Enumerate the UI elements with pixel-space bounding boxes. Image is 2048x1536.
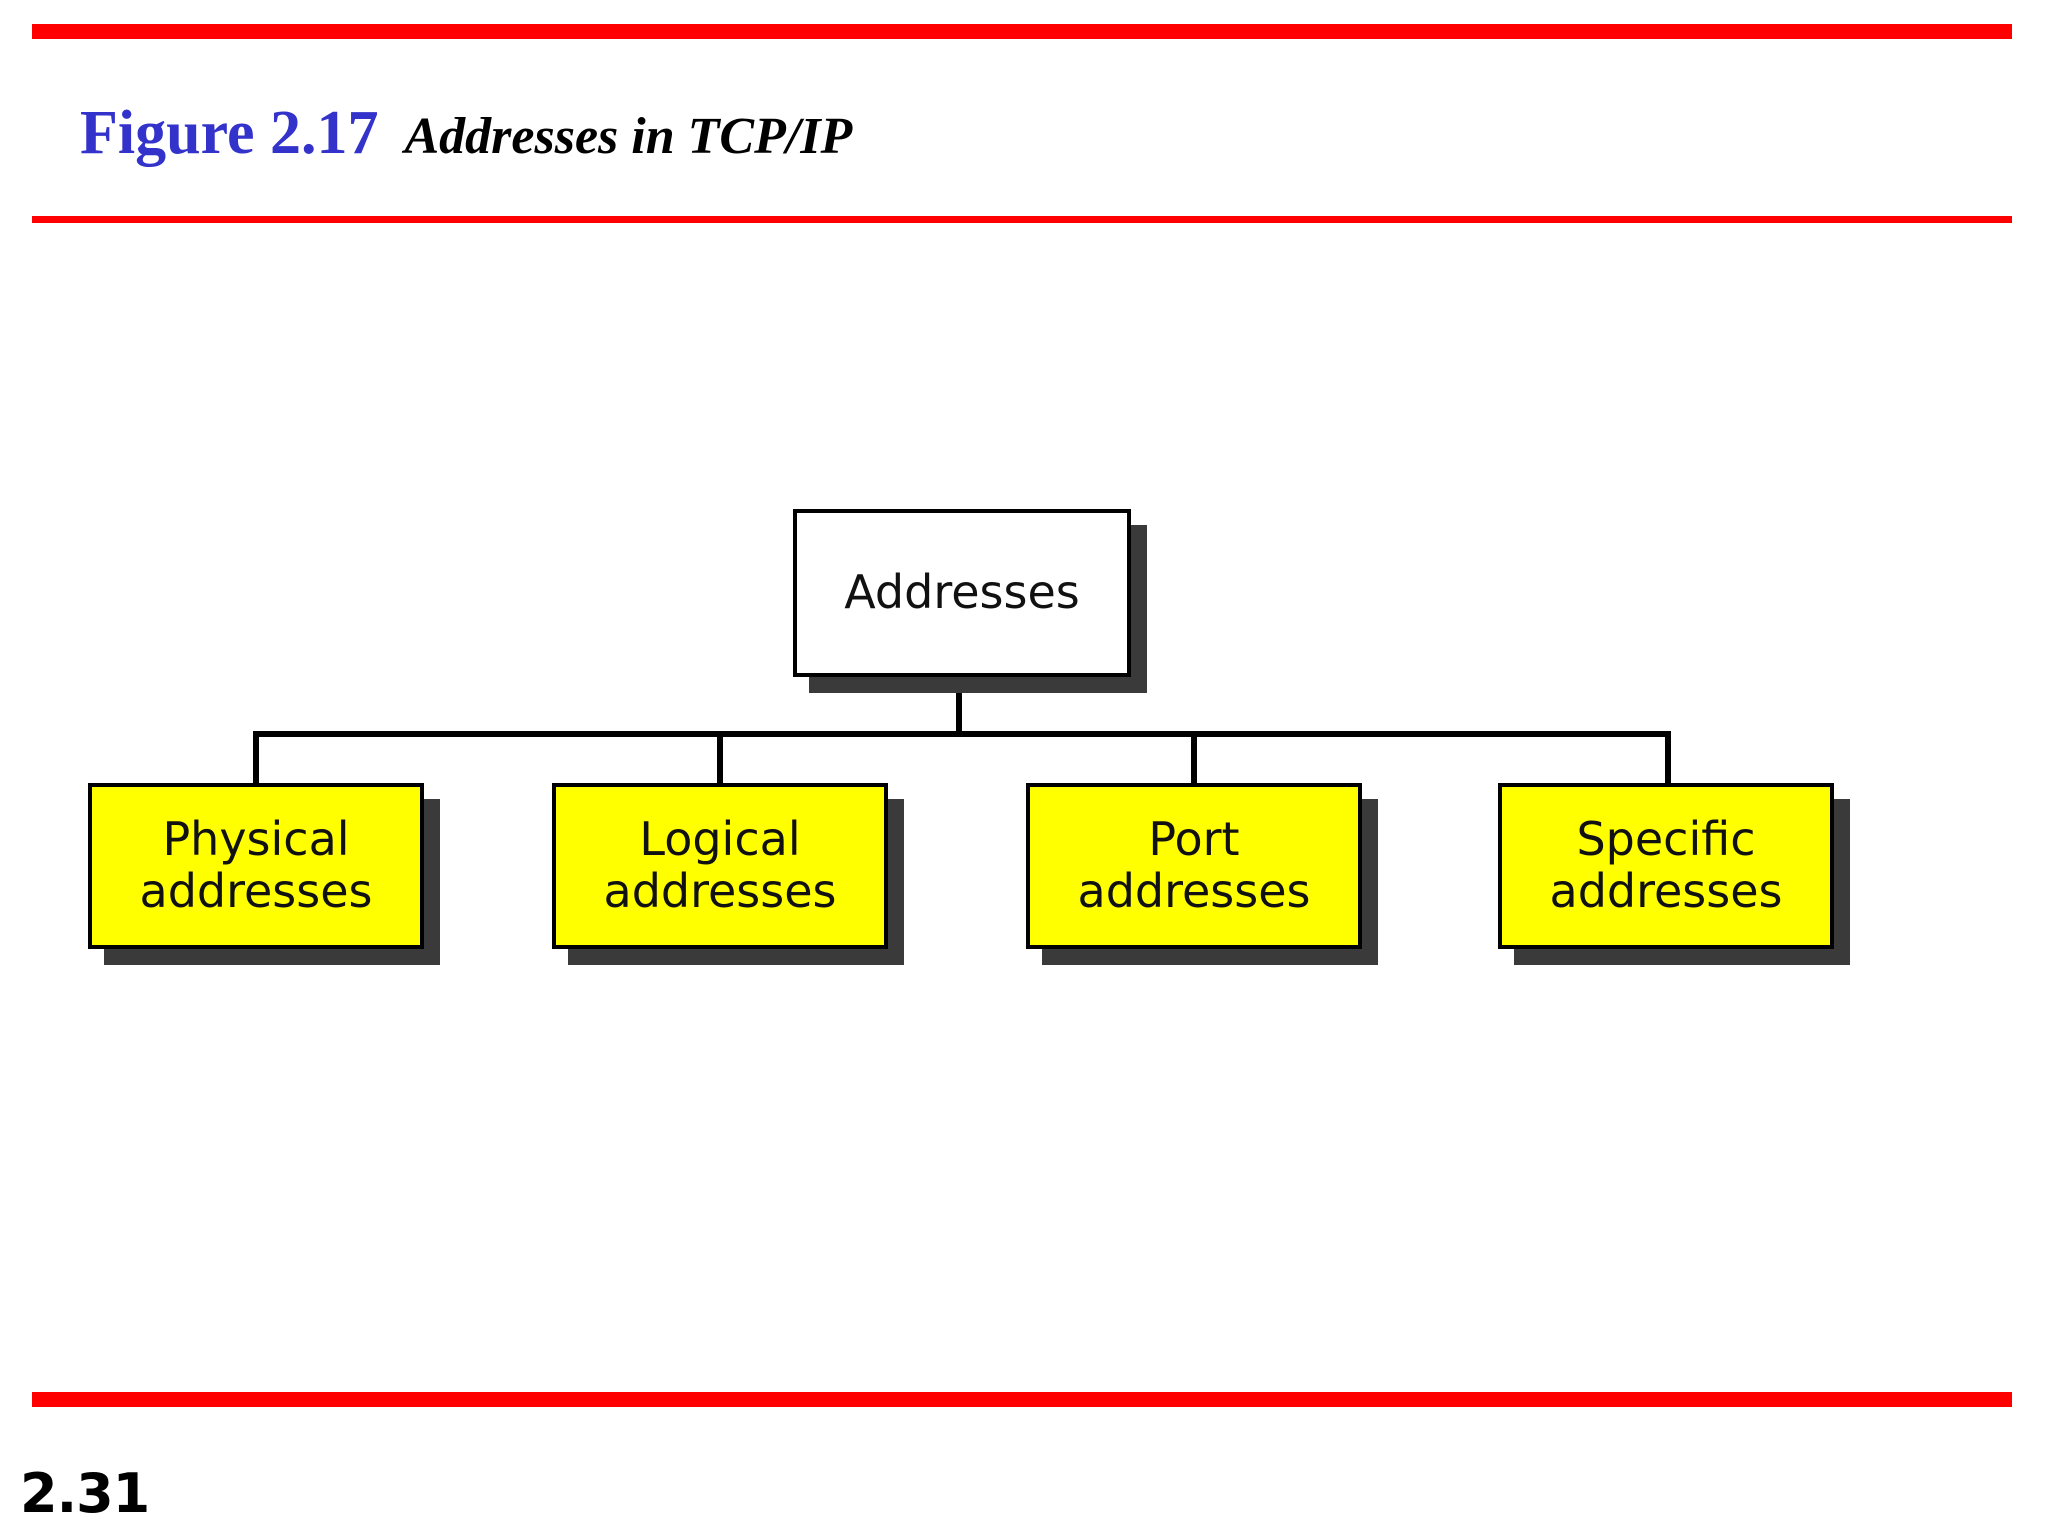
node-addresses-label: Addresses: [844, 565, 1080, 620]
connector-drop-physical: [253, 731, 259, 785]
connector-root-stem: [956, 677, 962, 737]
node-specific-line1: Specific: [1576, 812, 1756, 867]
bottom-red-rule: [32, 1392, 2012, 1407]
node-specific-line2: addresses: [1549, 864, 1783, 918]
connector-drop-specific: [1665, 731, 1671, 785]
figure-title: Figure 2.17 Addresses in TCP/IP: [80, 98, 852, 169]
node-port-line2: addresses: [1077, 864, 1311, 918]
connector-horizontal-bus: [253, 731, 1671, 737]
top-red-rule: [32, 24, 2012, 39]
node-specific-addresses[interactable]: Specific addresses: [1498, 783, 1834, 949]
page-number-label: 2.31: [20, 1462, 150, 1525]
connector-drop-port: [1191, 731, 1197, 785]
node-port-line1: Port: [1148, 812, 1240, 867]
connector-drop-logical: [717, 731, 723, 785]
node-physical-addresses[interactable]: Physical addresses: [88, 783, 424, 949]
node-logical-line2: addresses: [603, 864, 837, 918]
node-port-addresses[interactable]: Port addresses: [1026, 783, 1362, 949]
figure-caption-label: Addresses in TCP/IP: [404, 108, 853, 165]
title-underline-rule: [32, 216, 2012, 223]
node-physical-line1: Physical: [162, 812, 350, 867]
figure-number-label: Figure 2.17: [80, 99, 379, 167]
node-logical-line1: Logical: [639, 812, 801, 867]
node-addresses[interactable]: Addresses: [793, 509, 1131, 677]
node-specific-addresses-label: Specific addresses: [1550, 814, 1783, 917]
node-physical-line2: addresses: [139, 864, 373, 918]
node-physical-addresses-label: Physical addresses: [140, 814, 373, 917]
node-logical-addresses-label: Logical addresses: [604, 814, 837, 917]
node-port-addresses-label: Port addresses: [1078, 814, 1311, 917]
node-logical-addresses[interactable]: Logical addresses: [552, 783, 888, 949]
